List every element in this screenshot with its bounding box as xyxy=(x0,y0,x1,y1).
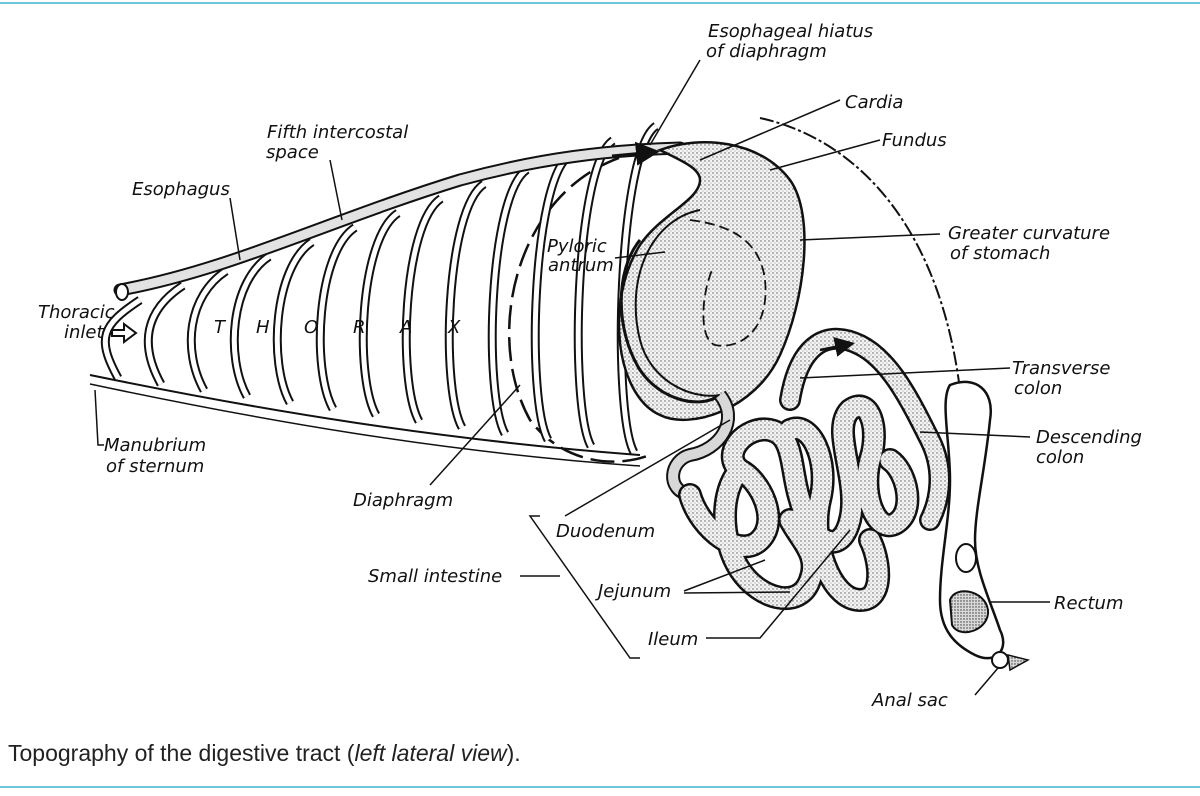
anus xyxy=(1007,654,1031,672)
rib xyxy=(274,239,314,405)
label-manubrium-1: Manubrium xyxy=(104,435,206,456)
rectum xyxy=(948,590,990,634)
label-descending-1: Descending xyxy=(1036,427,1142,448)
label-pyloric-2: antrum xyxy=(548,255,614,276)
rib xyxy=(145,283,185,386)
label-fifth-intercostal-1: Fifth intercostal xyxy=(267,122,408,143)
pyloric-antrum-shape xyxy=(619,239,721,404)
abdominal-wall-outline xyxy=(759,117,961,391)
digestive-tract-diagram: Esophageal hiatus of diaphragm Cardia Fu… xyxy=(38,21,1142,711)
rib xyxy=(231,254,271,398)
label-cardia: Cardia xyxy=(845,92,903,113)
label-fifth-intercostal-2: space xyxy=(266,142,319,163)
label-ileum: Ileum xyxy=(648,629,698,650)
rib xyxy=(317,225,357,411)
label-esophageal-hiatus-2: of diaphragm xyxy=(706,41,827,62)
colon-fill xyxy=(781,330,948,529)
caption-suffix: ). xyxy=(506,740,521,766)
thorax-letter: A xyxy=(399,317,414,338)
label-jejunum: Jejunum xyxy=(595,581,671,602)
thorax-letter: T xyxy=(214,317,227,338)
caption-prefix: Topography of the digestive tract ( xyxy=(8,740,355,766)
caption-emphasis: left lateral view xyxy=(354,740,507,766)
thorax-letter: R xyxy=(353,317,368,338)
rib xyxy=(532,152,572,442)
label-rectum: Rectum xyxy=(1054,593,1123,614)
pelvis-hole xyxy=(955,543,977,573)
colon-arrow xyxy=(819,337,855,357)
label-esophagus: Esophagus xyxy=(132,179,230,200)
anal-sac xyxy=(991,651,1009,669)
stomach-inner-curve xyxy=(634,209,721,397)
rib xyxy=(575,138,615,448)
thoracic-inlet-arrow xyxy=(111,322,138,344)
esophagus-tube-fill xyxy=(115,143,685,295)
diaphragm-dome xyxy=(508,148,651,463)
label-anal-sac: Anal sac xyxy=(871,690,948,711)
ventral-body-line-inner xyxy=(89,383,641,467)
duodenum-fill xyxy=(668,391,733,500)
top-frame-line xyxy=(0,2,1200,4)
label-fundus: Fundus xyxy=(882,130,947,151)
stomach xyxy=(617,141,806,422)
ventral-body-line xyxy=(89,374,641,456)
intestine-loop-fill xyxy=(680,420,860,556)
rib xyxy=(188,268,228,392)
rib xyxy=(360,210,400,417)
rib xyxy=(446,181,486,429)
label-thoracic-2: inlet xyxy=(64,322,104,343)
intestine-loop-fill xyxy=(715,460,823,608)
rib xyxy=(403,196,443,423)
intestine-loop-fill xyxy=(780,419,888,610)
thorax-letter: H xyxy=(256,317,272,338)
label-transverse-2: colon xyxy=(1014,378,1062,399)
small-intestine-loops xyxy=(678,394,920,613)
label-diaphragm: Diaphragm xyxy=(353,490,453,511)
figure-caption: Topography of the digestive tract (left … xyxy=(8,740,521,767)
label-esophageal-hiatus-1: Esophageal hiatus xyxy=(708,21,873,42)
bottom-frame-line xyxy=(0,786,1200,788)
intestine-loop-fill xyxy=(833,397,917,535)
label-pyloric-1: Pyloric xyxy=(547,236,607,257)
leader-lines xyxy=(94,59,1050,696)
label-manubrium-2: of sternum xyxy=(106,456,204,477)
thorax-letters: T H O R A X xyxy=(214,317,462,338)
esophagus-arrow xyxy=(611,141,660,166)
rib xyxy=(102,297,142,380)
stomach-inner-dashed xyxy=(689,219,767,347)
label-thoracic-1: Thoracic xyxy=(38,302,115,323)
rib xyxy=(489,167,529,435)
label-greater-curvature-1: Greater curvature xyxy=(948,223,1110,244)
thorax-letter: O xyxy=(304,317,320,338)
label-small-intestine: Small intestine xyxy=(368,566,502,587)
label-transverse-1: Transverse xyxy=(1012,358,1110,379)
esophagus-end xyxy=(115,283,129,301)
thorax-letter: X xyxy=(447,317,462,338)
label-greater-curvature-2: of stomach xyxy=(950,243,1050,264)
label-duodenum: Duodenum xyxy=(556,521,655,542)
label-descending-2: colon xyxy=(1036,447,1084,468)
